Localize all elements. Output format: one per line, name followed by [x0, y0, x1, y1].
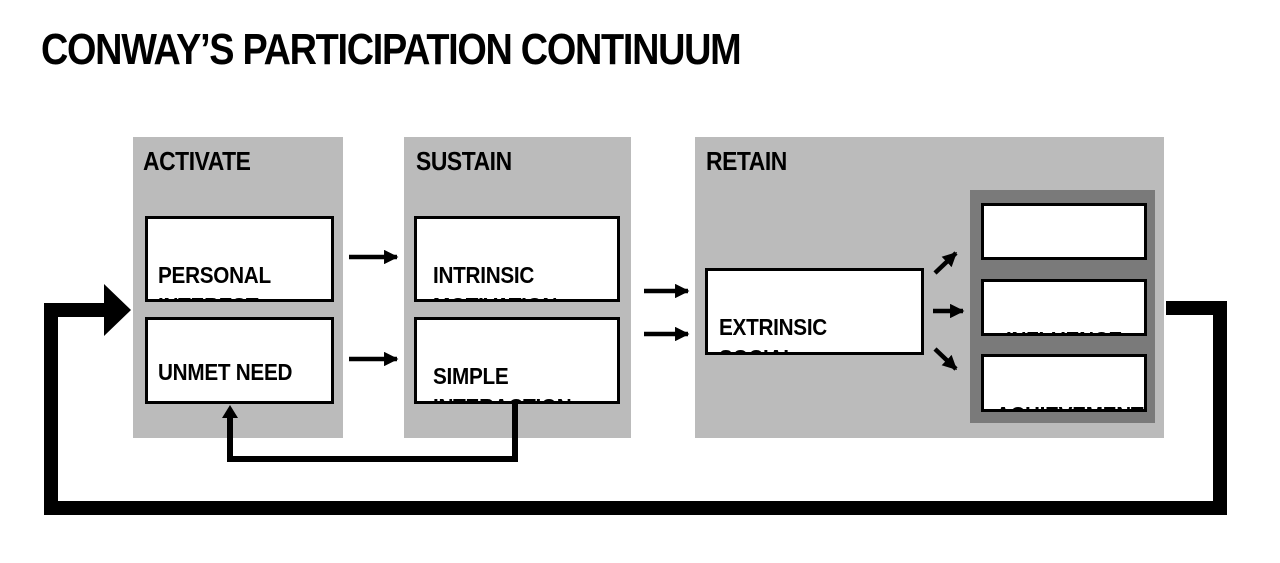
panel-retain-label: RETAIN [706, 146, 787, 176]
box-achievement-label: ACHIEVEMENT [996, 400, 1144, 409]
box-unmet-need-label: UNMET NEED [158, 359, 293, 385]
panel-sustain: SUSTAIN INTRINSIC MOTIVATION SIMPLE INTE… [404, 137, 631, 438]
box-personal-interest-label: PERSONAL INTEREST [158, 262, 271, 299]
box-intrinsic-motivation-label: INTRINSIC MOTIVATION [433, 262, 557, 299]
box-intrinsic-motivation: INTRINSIC MOTIVATION [414, 216, 620, 302]
page-title: CONWAY’S PARTICIPATION CONTINUUM [41, 25, 742, 74]
loop-retain-to-activate [44, 301, 1227, 515]
box-affiliation: AFFILIATION [981, 203, 1147, 260]
arrow-rewards-to-achievement [933, 347, 958, 371]
box-extrinsic-social-rewards: EXTRINSIC SOCIAL REWARDS [705, 268, 924, 355]
loop-retain-to-activate-arrowhead [104, 284, 131, 336]
box-influence: INFLUENCE [981, 279, 1147, 336]
loop-interaction-to-need [227, 403, 518, 462]
panel-activate: ACTIVATE PERSONAL INTEREST UNMET NEED [133, 137, 343, 438]
panel-sustain-label: SUSTAIN [416, 146, 512, 176]
outcome-group: AFFILIATION INFLUENCE ACHIEVEMENT [970, 190, 1155, 423]
box-affiliation-label: AFFILIATION [996, 250, 1133, 257]
panel-retain: RETAIN EXTRINSIC SOCIAL REWARDS AFFILIAT… [695, 137, 1164, 438]
box-simple-interaction: SIMPLE INTERACTION [414, 317, 620, 404]
arrow-rewards-to-affiliation [933, 251, 958, 275]
box-unmet-need: UNMET NEED [145, 317, 334, 404]
box-simple-interaction-label: SIMPLE INTERACTION [433, 363, 572, 401]
box-influence-label: INFLUENCE [996, 325, 1133, 333]
box-achievement: ACHIEVEMENT [981, 354, 1147, 412]
box-extrinsic-social-rewards-label: EXTRINSIC SOCIAL REWARDS [719, 314, 827, 352]
loop-interaction-to-need-arrowhead [222, 405, 238, 418]
panel-activate-label: ACTIVATE [143, 146, 251, 176]
box-personal-interest: PERSONAL INTEREST [145, 216, 334, 302]
